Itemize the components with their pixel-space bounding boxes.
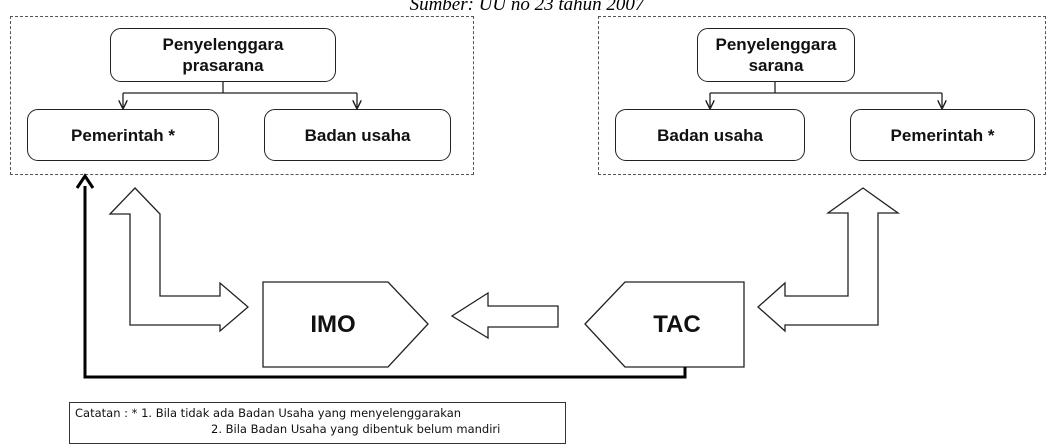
tac-to-pemerintah-arrowhead <box>75 173 95 189</box>
imo-label: IMO <box>310 310 356 338</box>
prasarana-group <box>10 16 474 175</box>
tac-label: TAC <box>653 310 701 338</box>
tac-shape <box>584 281 745 368</box>
note-line-2: 2. Bila Badan Usaha yang dibentuk belum … <box>211 422 501 436</box>
badan-usaha-left-box: Badan usaha <box>264 109 451 161</box>
note-line-1: Catatan : * 1. Bila tidak ada Badan Usah… <box>75 406 462 420</box>
penyelenggara-sarana-box: Penyelenggara sarana <box>697 28 855 82</box>
left-hollow-bent-arrow <box>108 187 249 333</box>
penyelenggara-prasarana-box: Penyelenggara prasarana <box>110 28 336 82</box>
badan-usaha-right-box: Badan usaha <box>615 109 805 161</box>
source-caption: Sumber: UU no 23 tahun 2007 <box>409 0 645 15</box>
pemerintah-right-box: Pemerintah * <box>850 109 1035 161</box>
imo-shape <box>262 281 429 368</box>
sarana-connectors <box>710 82 942 108</box>
pemerintah-left-box: Pemerintah * <box>27 109 219 161</box>
tac-to-pemerintah-line <box>83 186 687 379</box>
right-hollow-bent-arrow <box>757 187 901 333</box>
tac-to-imo-hollow-arrow <box>450 291 559 340</box>
sarana-group <box>598 16 1046 175</box>
note-box: Catatan : * 1. Bila tidak ada Badan Usah… <box>69 402 566 444</box>
prasarana-connectors <box>123 82 357 108</box>
